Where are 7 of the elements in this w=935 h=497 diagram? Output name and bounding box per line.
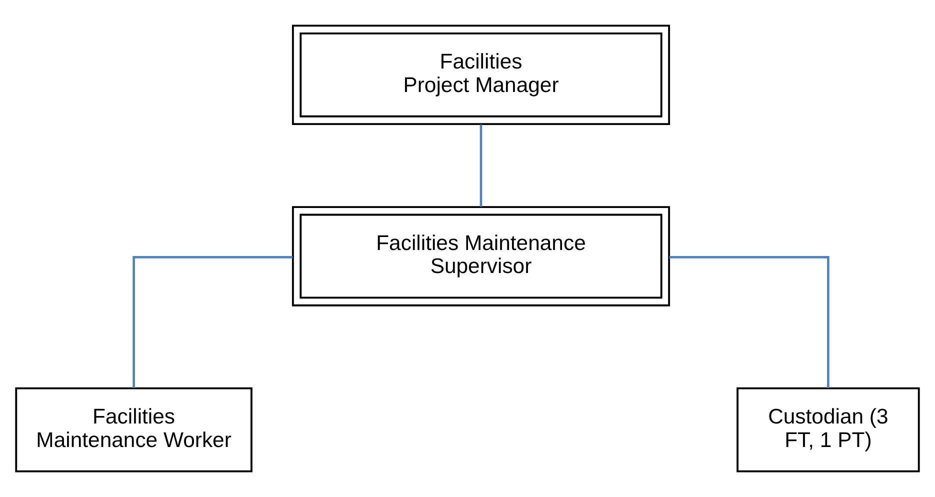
node-box: Custodian (3 FT, 1 PT) xyxy=(736,387,920,472)
node-box: Facilities Maintenance Worker xyxy=(15,387,252,472)
node-box: Facilities Maintenance Supervisor xyxy=(292,206,670,306)
connector xyxy=(669,256,830,388)
connector xyxy=(480,124,482,207)
connector xyxy=(132,256,293,388)
node-box: Facilities Project Manager xyxy=(292,24,670,126)
